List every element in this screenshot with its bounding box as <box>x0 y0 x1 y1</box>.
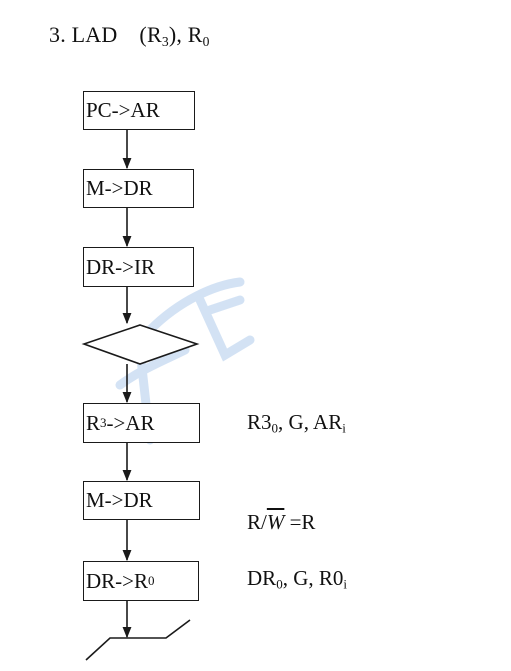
step-box-m-to-dr-2: M->DR <box>83 481 200 520</box>
dest-subscript: 0 <box>202 33 210 49</box>
page-title: 3. LAD (R3), R0 <box>49 22 210 48</box>
step-label: M->DR <box>86 488 153 512</box>
signal-text: R3 <box>247 410 272 434</box>
signal-overline: W <box>266 510 285 534</box>
signal-text: , G, AR <box>278 410 343 434</box>
control-signals-2: R/W =R <box>247 512 315 533</box>
step-label-pre: R <box>86 410 101 435</box>
step-box-dr-to-ir: DR->IR <box>83 247 194 287</box>
control-signals-1: R30, G, ARi <box>247 410 346 436</box>
signal-text: R/ <box>247 510 267 534</box>
step-label: PC->AR <box>86 98 160 122</box>
signal-text: , G, R0 <box>282 566 344 590</box>
instruction-label: 3. LAD <box>49 22 118 47</box>
step-label-pre: DR->R <box>86 568 149 593</box>
step-box-m-to-dr: M->DR <box>83 169 194 208</box>
terminal-shape <box>85 619 191 661</box>
step-label-post: ->AR <box>106 410 155 435</box>
signal-text: =R <box>284 510 316 534</box>
step-label: DR->IR <box>86 254 156 279</box>
operand-subscript: 3 <box>161 33 169 49</box>
control-signals-3: DR0, G, R0i <box>247 566 348 592</box>
operand-close: ), R <box>168 22 203 47</box>
operand-open: (R <box>139 22 162 47</box>
decision-diamond <box>81 324 200 365</box>
watermark-logo <box>115 277 255 445</box>
step-label: M->DR <box>86 176 153 200</box>
step-box-pc-to-ar: PC->AR <box>83 91 195 130</box>
signal-sub: 0 <box>276 576 283 592</box>
signal-text: DR <box>247 566 277 590</box>
signal-sub: i <box>343 576 348 592</box>
signal-sub: i <box>342 420 346 436</box>
signal-sub: 0 <box>271 420 279 436</box>
